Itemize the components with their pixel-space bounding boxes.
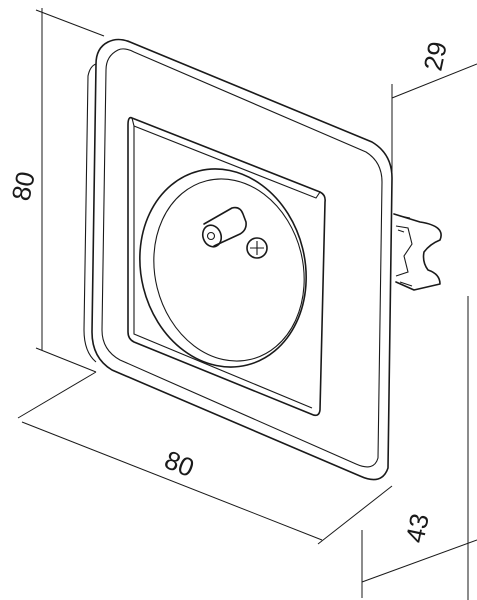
mounting-claw: [393, 213, 442, 291]
screw-icon: [246, 237, 268, 259]
socket-insert: [127, 116, 326, 417]
outer-frame: [83, 38, 393, 481]
top-depth-label: 29: [418, 39, 453, 74]
socket-recess: [139, 168, 307, 368]
height-dimension: 80: [6, 8, 105, 373]
bottom-depth-label: 43: [400, 511, 435, 546]
earth-pin-icon: [201, 206, 247, 248]
bottom-depth-dimension: 43: [361, 296, 477, 600]
height-label: 80: [6, 169, 41, 204]
top-depth-dimension: 29: [391, 39, 477, 176]
width-label: 80: [160, 444, 198, 483]
